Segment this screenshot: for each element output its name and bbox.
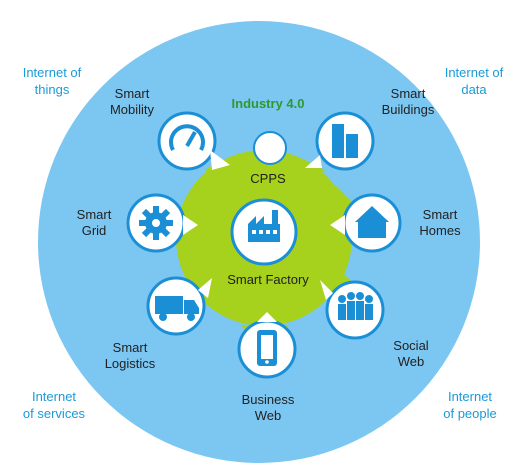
corner-people-line-1: Internet [447, 389, 493, 404]
buildings-line-2: Buildings [382, 102, 435, 117]
corner-data-line-1: Internet of [444, 65, 504, 80]
corner-internet-of-data: Internet of data [432, 64, 516, 98]
smart-factory-label: Smart Factory [227, 272, 309, 287]
node-business-web [237, 312, 297, 379]
corner-internet-of-people: Internet of people [424, 388, 516, 422]
node-smart-mobility [157, 111, 230, 171]
corner-internet-of-things: Internet of things [10, 64, 94, 98]
node-smart-grid [126, 193, 198, 253]
gear-icon [139, 206, 173, 240]
social-web-line-1: Social [393, 338, 429, 353]
smartphone-icon [257, 330, 277, 366]
gauge-icon [169, 124, 205, 151]
social-web-line-2: Web [398, 354, 425, 369]
business-web-line-1: Business [242, 392, 295, 407]
mobility-line-2: Mobility [110, 102, 155, 117]
corner-services-line-2: of services [22, 406, 86, 421]
node-social-web [320, 280, 385, 340]
corner-people-line-2: of people [443, 406, 497, 421]
homes-line-2: Homes [419, 223, 461, 238]
cpps-label: CPPS [250, 171, 286, 186]
people-icon [338, 292, 373, 320]
cpps-node [253, 131, 287, 165]
node-smart-buildings [305, 111, 375, 171]
homes-line-1: Smart [423, 207, 458, 222]
mobility-line-1: Smart [115, 86, 150, 101]
corner-things-line-2: things [34, 82, 70, 97]
business-web-line-2: Web [255, 408, 282, 423]
node-smart-logistics [146, 276, 212, 336]
grid-line-1: Smart [77, 207, 112, 222]
buildings-icon [332, 124, 358, 158]
corner-data-line-2: data [461, 82, 487, 97]
industry-label: Industry 4.0 [232, 96, 305, 111]
truck-icon [155, 296, 199, 321]
buildings-line-1: Smart [391, 86, 426, 101]
corner-internet-of-services: Internet of services [6, 388, 102, 422]
node-smart-homes [330, 193, 402, 253]
logistics-line-1: Smart [113, 340, 148, 355]
factory-icon [248, 210, 280, 242]
grid-line-2: Grid [82, 223, 107, 238]
corner-things-line-1: Internet of [22, 65, 82, 80]
house-icon [355, 206, 389, 238]
logistics-line-2: Logistics [105, 356, 156, 371]
smart-factory-node [230, 198, 298, 266]
corner-services-line-1: Internet [31, 389, 77, 404]
